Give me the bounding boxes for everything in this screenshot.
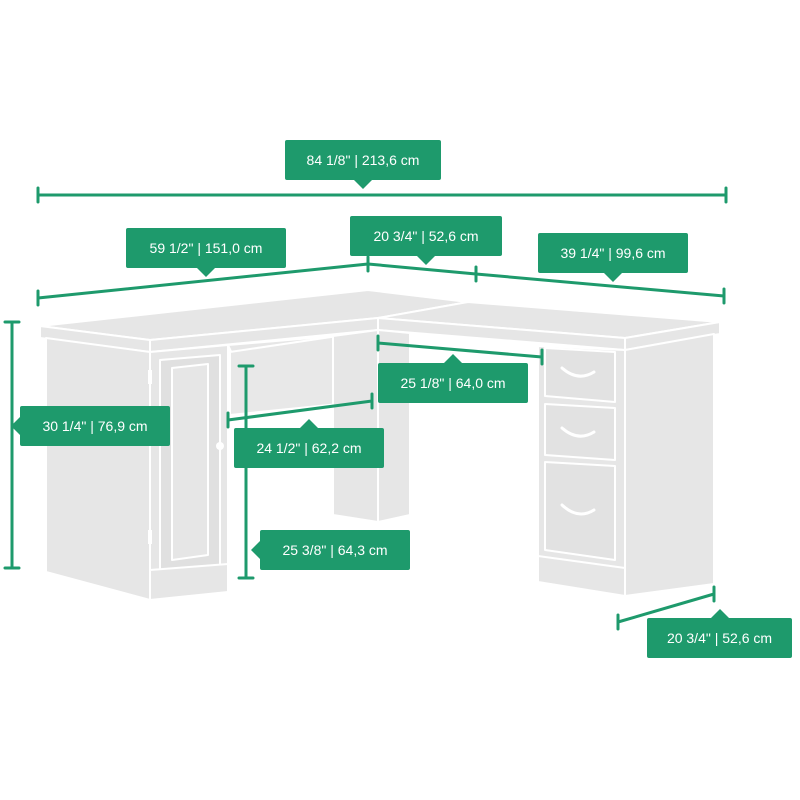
- center-leg-side: [332, 329, 379, 523]
- hinge-icon: [148, 370, 152, 384]
- dim-line-corner: [366, 262, 478, 276]
- dim-line-right-depth: [616, 592, 716, 624]
- drawer-middle: [544, 403, 616, 461]
- handle-icon: [560, 503, 596, 516]
- dim-label-right-depth: 20 3/4" | 52,6 cm: [647, 609, 792, 658]
- left-pedestal-side: [45, 337, 151, 601]
- door-knob-icon: [216, 442, 224, 450]
- dim-line-left: [36, 262, 370, 300]
- dim-label-knee-depth: 24 1/2" | 62,2 cm: [234, 419, 384, 468]
- dim-line-knee-depth: [226, 399, 374, 422]
- drawer-handles: [560, 366, 596, 516]
- dim-line-knee-width: [376, 341, 544, 359]
- dim-label-left-width: 59 1/2" | 151,0 cm: [126, 228, 286, 277]
- dim-label-height: 30 1/4" | 76,9 cm: [11, 406, 170, 446]
- dim-label-knee-width: 25 1/8" | 64,0 cm: [378, 354, 528, 403]
- dimension-lines: [3, 186, 728, 631]
- dim-label-knee-height: 25 3/8" | 64,3 cm: [251, 530, 410, 570]
- dim-label-overall-width: 84 1/8" | 213,6 cm: [285, 140, 441, 189]
- handle-icon: [560, 366, 596, 378]
- center-leg-front: [377, 329, 411, 523]
- dim-line-right: [474, 272, 726, 298]
- right-pedestal-side: [624, 333, 715, 597]
- dim-label-corner-depth: 20 3/4" | 52,6 cm: [350, 216, 502, 265]
- right-plinth: [537, 555, 626, 597]
- dim-label-right-width: 39 1/4" | 99,6 cm: [538, 233, 688, 282]
- left-door-inset: [171, 363, 209, 561]
- desk-edge-right: [624, 321, 721, 351]
- drawer-bottom: [544, 461, 616, 561]
- hinge-icon: [148, 530, 152, 544]
- l-shaped-desk: [39, 289, 721, 601]
- handle-icon: [560, 426, 596, 438]
- left-plinth: [149, 563, 229, 601]
